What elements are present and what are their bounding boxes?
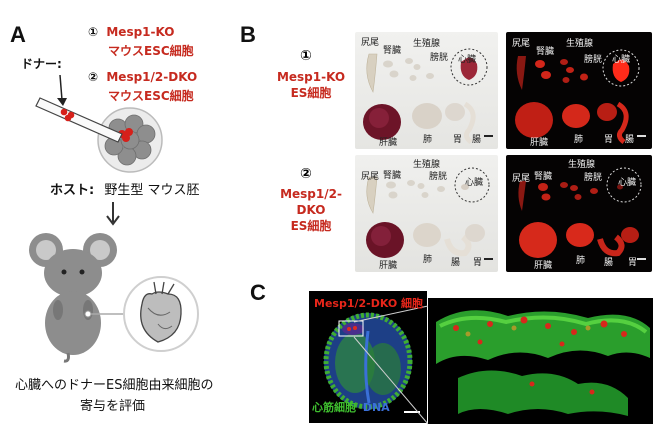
f2-intestine-label: 腸: [604, 258, 614, 268]
b1-heart-label: 心臓: [458, 55, 477, 65]
row-2-label: Mesp1/2- DKO ES細胞: [272, 186, 350, 234]
b2-bladder-label: 膀胱: [429, 172, 448, 182]
heart-icon: [140, 281, 182, 343]
row-2-number: ②: [300, 166, 312, 182]
host-line: ホスト: 野生型 マウス胚: [50, 179, 199, 198]
b1-kidney-label: 腎臓: [383, 46, 402, 56]
b2-gonad-label: 生殖腺: [413, 160, 441, 170]
panel-a-letter: A: [10, 22, 26, 47]
f2-bladder-label: 膀胱: [584, 173, 603, 183]
f2-kidney-label: 腎臓: [534, 172, 553, 182]
pipette: [35, 97, 123, 143]
f1-stomach-label: 胃: [604, 135, 614, 145]
donor-item-1: ① Mesp1-KO: [88, 25, 174, 39]
mouse-body: [45, 291, 101, 355]
legend-row: 心筋細胞 DNA: [312, 399, 390, 415]
f1-intestine-label: 腸: [625, 135, 635, 145]
legend-dna: DNA: [362, 401, 390, 414]
f2-lung-label: 肺: [576, 256, 586, 266]
row-2-label-line1: Mesp1/2-: [280, 187, 342, 201]
f2-gonad-label: 生殖腺: [568, 160, 596, 170]
legend-cardiomyocyte: 心筋細胞: [312, 401, 356, 414]
donor-item-1-number: ①: [88, 25, 99, 39]
b2-intestine-label: 腸: [451, 258, 461, 268]
host-label: ホスト:: [50, 183, 95, 198]
donor-label: ドナー:: [21, 57, 62, 71]
b1-intestine-label: 腸: [472, 135, 482, 145]
b1-liver-label: 肝臓: [379, 138, 398, 148]
section-zoom-image: [428, 298, 653, 424]
f1-liver-label: 肝臓: [530, 138, 549, 148]
panel-c-letter: C: [250, 280, 266, 305]
b1-stomach-label: 胃: [453, 135, 463, 145]
row-2-brightfield-photo: 尻尾 腎臓 生殖腺 膀胱 心臓 肝臓 肺 腸 胃: [355, 155, 498, 272]
row-1-brightfield-photo: 尻尾 腎臓 生殖腺 膀胱 心臓 肝臓 肺 胃 腸: [355, 32, 498, 149]
donor-item-1-line2: マウスESC細胞: [108, 44, 194, 58]
dko-cells-label: Mesp1/2-DKO 細胞: [314, 297, 424, 310]
row-1-number: ①: [300, 48, 312, 64]
donor-arrow: [59, 74, 63, 101]
caption-line1: 心臓へのドナーES細胞由来細胞の: [15, 378, 214, 393]
b2-kidney-label: 腎臓: [383, 171, 402, 181]
b2-lung-label: 肺: [423, 255, 433, 265]
f2-liver-label: 肝臓: [534, 261, 553, 271]
f1-kidney-label: 腎臓: [536, 47, 555, 57]
donor-arrow-head: [57, 98, 67, 106]
zoom-guide-lines: [353, 305, 429, 425]
f2-stomach-label: 胃: [628, 258, 638, 268]
f1-heart-label: 心臓: [612, 55, 631, 65]
f1-tail-label: 尻尾: [512, 39, 531, 49]
b1-bladder-label: 膀胱: [430, 53, 449, 63]
row-1-fluorescence-photo: 尻尾 腎臓 生殖腺 膀胱 心臓 肝臓 肺 胃 腸: [506, 32, 652, 149]
embryo-cells: [104, 114, 156, 166]
mouse-head: [44, 249, 102, 297]
pipette-red-cells: [60, 108, 75, 122]
donor-item-2-number: ②: [88, 70, 99, 84]
row-2-fluorescence-photo: 尻尾 腎臓 生殖腺 膀胱 心臓 肝臓 肺 腸 胃: [506, 155, 652, 272]
section-overview-image: 心筋細胞 DNA: [309, 291, 427, 423]
injection-illustration: [35, 74, 163, 173]
f1-bladder-label: 膀胱: [584, 55, 603, 65]
b1-gonad-label: 生殖腺: [413, 39, 441, 49]
down-arrow: [106, 202, 120, 226]
host-value: 野生型 マウス胚: [104, 183, 200, 198]
b2-tail-label: 尻尾: [361, 172, 380, 182]
row-1-label-line2: ES細胞: [290, 86, 332, 100]
b1-tail-label: 尻尾: [361, 38, 380, 48]
caption-line2: 寄与を評価: [80, 399, 146, 414]
b1-lung-label: 肺: [423, 135, 433, 145]
row-1-label: Mesp1-KO ES細胞: [272, 69, 350, 101]
donor-item-2-line1: Mesp1/2-DKO: [106, 70, 198, 84]
b2-heart-label: 心臓: [465, 178, 484, 188]
donor-item-1-line1: Mesp1-KO: [106, 25, 175, 39]
b2-liver-label: 肝臓: [379, 261, 398, 271]
row-2-label-line2: DKO: [296, 203, 326, 217]
f1-gonad-label: 生殖腺: [566, 39, 594, 49]
panel-b-letter: B: [240, 22, 256, 47]
mouse-heart-illustration: [29, 233, 199, 363]
f2-tail-label: 尻尾: [512, 174, 531, 184]
row-2-label-line3: ES細胞: [290, 219, 332, 233]
donor-item-2: ② Mesp1/2-DKO: [88, 70, 197, 84]
f2-heart-label: 心臓: [618, 178, 637, 188]
f1-lung-label: 肺: [574, 135, 584, 145]
b2-stomach-label: 胃: [473, 258, 483, 268]
row-1-label-line1: Mesp1-KO: [276, 70, 346, 84]
donor-item-2-line2: マウスESC細胞: [108, 89, 194, 103]
